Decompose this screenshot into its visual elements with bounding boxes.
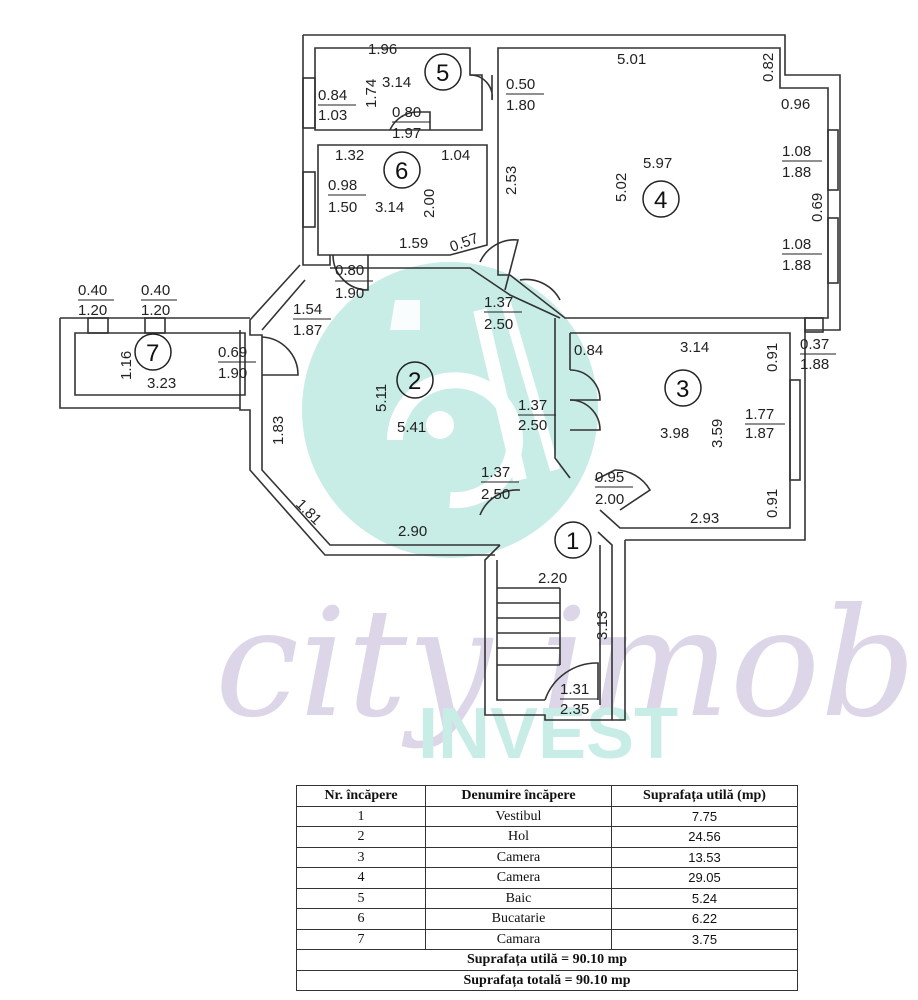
grand-total: Suprafața totală = 90.10 mp bbox=[296, 969, 798, 991]
svg-text:1.50: 1.50 bbox=[328, 199, 357, 216]
grand-total-row: Suprafața totală = 90.10 mp bbox=[296, 969, 798, 991]
svg-text:1.96: 1.96 bbox=[368, 41, 397, 58]
svg-text:1.88: 1.88 bbox=[782, 164, 811, 181]
svg-text:2.00: 2.00 bbox=[421, 189, 438, 218]
svg-text:1.08: 1.08 bbox=[782, 236, 811, 253]
svg-text:5.11: 5.11 bbox=[373, 384, 390, 412]
svg-text:1.90: 1.90 bbox=[218, 365, 247, 382]
room-numbers: 1 2 3 4 5 6 7 bbox=[134, 53, 702, 559]
watermark-city-imob: city imob bbox=[215, 577, 916, 751]
svg-text:2.35: 2.35 bbox=[560, 701, 589, 718]
svg-text:2: 2 bbox=[408, 368, 421, 395]
svg-text:0.50: 0.50 bbox=[506, 76, 535, 93]
svg-text:1.04: 1.04 bbox=[441, 147, 470, 164]
svg-text:2.50: 2.50 bbox=[518, 417, 547, 434]
svg-text:3.14: 3.14 bbox=[382, 74, 411, 91]
svg-text:1.37: 1.37 bbox=[481, 464, 510, 481]
svg-text:1.59: 1.59 bbox=[399, 235, 428, 252]
svg-text:0.96: 0.96 bbox=[781, 96, 810, 113]
svg-text:1.20: 1.20 bbox=[78, 302, 107, 319]
svg-text:0.95: 0.95 bbox=[595, 469, 624, 486]
header-area: Suprafața utilă (mp) bbox=[611, 785, 798, 807]
svg-text:0.69: 0.69 bbox=[809, 193, 826, 222]
svg-text:3: 3 bbox=[676, 376, 689, 403]
watermark-invest: INVEST bbox=[418, 694, 678, 774]
svg-text:2.93: 2.93 bbox=[690, 510, 719, 527]
useful-area-total-row: Suprafața utilă = 90.10 mp bbox=[296, 949, 798, 971]
svg-text:0.80: 0.80 bbox=[335, 262, 364, 279]
svg-text:2.20: 2.20 bbox=[538, 570, 567, 587]
header-name: Denumire încăpere bbox=[425, 785, 612, 807]
svg-text:2.90: 2.90 bbox=[398, 523, 427, 540]
svg-text:1.77: 1.77 bbox=[745, 406, 774, 423]
svg-text:3.13: 3.13 bbox=[594, 611, 611, 640]
svg-text:1.32: 1.32 bbox=[335, 147, 364, 164]
svg-text:5.97: 5.97 bbox=[643, 155, 672, 172]
svg-text:0.40: 0.40 bbox=[78, 282, 107, 299]
svg-text:5.41: 5.41 bbox=[397, 419, 426, 436]
useful-area-total: Suprafața utilă = 90.10 mp bbox=[296, 949, 798, 971]
svg-text:5.01: 5.01 bbox=[617, 51, 646, 68]
svg-text:1.31: 1.31 bbox=[560, 681, 589, 698]
svg-text:1.97: 1.97 bbox=[392, 125, 421, 142]
svg-text:1.74: 1.74 bbox=[363, 79, 380, 108]
svg-text:0.82: 0.82 bbox=[760, 53, 777, 82]
floor-plan: city imob INVEST bbox=[59, 34, 916, 774]
svg-text:3.14: 3.14 bbox=[375, 199, 404, 216]
svg-text:5: 5 bbox=[436, 60, 449, 87]
svg-text:3.23: 3.23 bbox=[147, 375, 176, 392]
svg-text:0.84: 0.84 bbox=[574, 342, 603, 359]
svg-text:4: 4 bbox=[654, 187, 667, 214]
svg-text:0.91: 0.91 bbox=[764, 489, 781, 518]
svg-text:2.50: 2.50 bbox=[481, 486, 510, 503]
svg-text:1.90: 1.90 bbox=[335, 285, 364, 302]
svg-text:1.54: 1.54 bbox=[293, 301, 322, 318]
header-nr: Nr. încăpere bbox=[296, 785, 426, 807]
watermark-logo bbox=[302, 262, 598, 558]
svg-text:0.80: 0.80 bbox=[392, 104, 421, 121]
svg-text:1: 1 bbox=[566, 528, 579, 555]
table-header-row: Nr. încăpere Denumire încăpere Suprafața… bbox=[296, 785, 798, 807]
svg-text:2.50: 2.50 bbox=[484, 316, 513, 333]
svg-text:7: 7 bbox=[146, 340, 159, 367]
svg-text:1.88: 1.88 bbox=[782, 257, 811, 274]
svg-text:3.14: 3.14 bbox=[680, 339, 709, 356]
svg-text:0.98: 0.98 bbox=[328, 177, 357, 194]
svg-text:1.16: 1.16 bbox=[118, 351, 135, 380]
svg-text:1.08: 1.08 bbox=[782, 143, 811, 160]
svg-text:1.83: 1.83 bbox=[270, 416, 287, 445]
svg-text:0.69: 0.69 bbox=[218, 344, 247, 361]
svg-text:1.87: 1.87 bbox=[293, 322, 322, 339]
svg-text:1.37: 1.37 bbox=[518, 397, 547, 414]
svg-text:6: 6 bbox=[395, 158, 408, 185]
svg-text:3.98: 3.98 bbox=[660, 425, 689, 442]
svg-text:0.84: 0.84 bbox=[318, 87, 347, 104]
svg-text:3.59: 3.59 bbox=[709, 419, 726, 448]
svg-text:1.03: 1.03 bbox=[318, 107, 347, 124]
svg-text:0.91: 0.91 bbox=[764, 343, 781, 372]
svg-text:1.37: 1.37 bbox=[484, 294, 513, 311]
svg-text:2.53: 2.53 bbox=[503, 166, 520, 195]
area-table: Nr. încăpere Denumire încăpere Suprafața… bbox=[296, 785, 798, 991]
svg-text:0.37: 0.37 bbox=[800, 336, 829, 353]
svg-text:5.02: 5.02 bbox=[613, 173, 630, 202]
svg-text:1.20: 1.20 bbox=[141, 302, 170, 319]
svg-text:1.87: 1.87 bbox=[745, 425, 774, 442]
svg-text:0.40: 0.40 bbox=[141, 282, 170, 299]
svg-text:1.80: 1.80 bbox=[506, 97, 535, 114]
svg-text:1.88: 1.88 bbox=[800, 356, 829, 373]
svg-text:2.00: 2.00 bbox=[595, 491, 624, 508]
